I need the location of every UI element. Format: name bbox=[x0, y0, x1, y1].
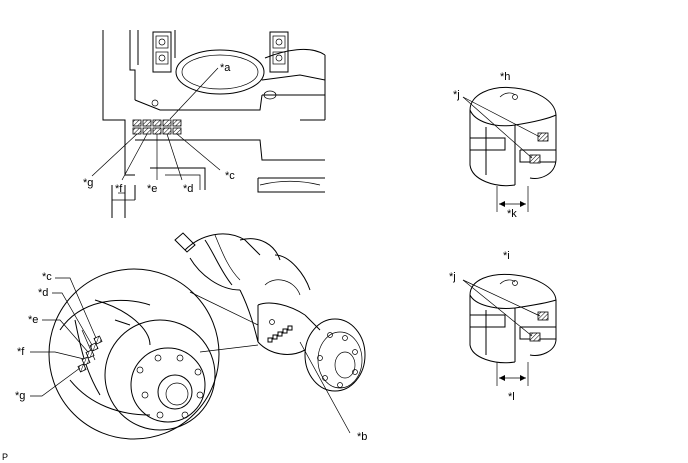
callout-c-top: *c bbox=[225, 170, 235, 182]
crankshaft-magnified-view bbox=[48, 268, 220, 440]
crankshaft-code-marks-magnified bbox=[77, 335, 103, 373]
bearing-i-leaders bbox=[462, 279, 541, 386]
bearing-i-illustration bbox=[469, 273, 557, 364]
callout-j-upper: *j bbox=[453, 89, 460, 101]
callout-d-lower: *d bbox=[38, 287, 48, 299]
cylinder-block-illustration bbox=[102, 30, 326, 218]
callout-k: *k bbox=[507, 208, 517, 220]
callout-d-top: *d bbox=[183, 183, 193, 195]
callout-b: *b bbox=[357, 431, 367, 443]
callout-i: *i bbox=[503, 250, 510, 262]
cylinder-block-code-marks bbox=[132, 119, 182, 135]
callout-h: *h bbox=[500, 71, 510, 83]
bearing-h-leaders bbox=[462, 96, 541, 212]
bearing-h-illustration bbox=[469, 86, 557, 187]
magnified-leader-lines bbox=[30, 277, 97, 397]
callout-c-lower: *c bbox=[42, 271, 52, 283]
leader-b bbox=[299, 341, 351, 434]
callout-g-lower: *g bbox=[15, 390, 25, 402]
crankshaft-illustration bbox=[174, 232, 366, 392]
magnifier-connector bbox=[189, 291, 259, 353]
callout-g-top: *g bbox=[83, 177, 93, 189]
crankshaft-code-marks bbox=[267, 325, 293, 343]
callout-e-top: *e bbox=[147, 183, 157, 195]
block-leader-lines bbox=[91, 67, 221, 181]
callout-a: *a bbox=[220, 62, 231, 74]
callout-j-lower: *j bbox=[449, 271, 456, 283]
corner-mark: P bbox=[2, 452, 8, 462]
callout-f-top: *f bbox=[115, 183, 123, 195]
callout-e-lower: *e bbox=[28, 314, 38, 326]
callout-f-lower: *f bbox=[17, 346, 25, 358]
callout-l: *l bbox=[508, 391, 515, 403]
